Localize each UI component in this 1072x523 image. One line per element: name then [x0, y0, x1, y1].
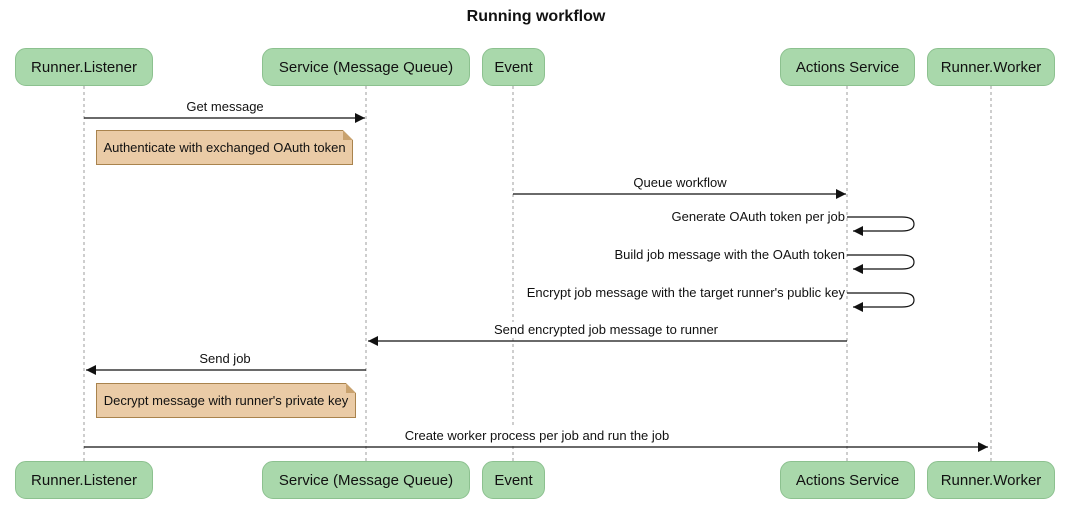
message-label-build-job-message: Build job message with the OAuth token: [614, 247, 845, 262]
note-authenticate-oauth: Authenticate with exchanged OAuth token: [96, 130, 353, 165]
self-loop-encrypt-job-message: [847, 292, 915, 312]
participant-label: Runner.Worker: [940, 58, 1042, 76]
participant-label: Event: [494, 471, 533, 489]
participant-service-message-queue-bottom: Service (Message Queue): [262, 461, 470, 499]
participant-label: Actions Service: [795, 58, 900, 76]
message-label-create-worker-process: Create worker process per job and run th…: [401, 428, 673, 444]
participant-label: Actions Service: [795, 471, 900, 489]
note-text: Decrypt message with runner's private ke…: [103, 393, 349, 408]
participant-event-bottom: Event: [482, 461, 545, 499]
message-label-send-encrypted-job-message: Send encrypted job message to runner: [490, 322, 722, 338]
message-label-encrypt-job-message: Encrypt job message with the target runn…: [526, 285, 845, 300]
participant-label: Service (Message Queue): [278, 58, 454, 76]
participant-service-message-queue-top: Service (Message Queue): [262, 48, 470, 86]
message-label-generate-oauth-token: Generate OAuth token per job: [671, 209, 845, 224]
participant-label: Runner.Worker: [940, 471, 1042, 489]
self-loop-build-job-message: [847, 254, 915, 274]
note-decrypt-message: Decrypt message with runner's private ke…: [96, 383, 356, 418]
self-loop-generate-oauth-token: [847, 216, 915, 236]
participant-label: Runner.Listener: [31, 471, 137, 489]
participant-runner-worker-top: Runner.Worker: [927, 48, 1055, 86]
participant-event-top: Event: [482, 48, 545, 86]
participant-actions-service-bottom: Actions Service: [780, 461, 915, 499]
participant-label: Service (Message Queue): [278, 471, 454, 489]
note-fold-icon: [343, 130, 353, 140]
diagram-title: Running workflow: [466, 8, 606, 25]
note-fold-icon: [346, 383, 356, 393]
message-label-get-message: Get message: [183, 99, 267, 115]
participant-runner-listener-top: Runner.Listener: [15, 48, 153, 86]
note-text: Authenticate with exchanged OAuth token: [103, 140, 346, 155]
participant-label: Runner.Listener: [31, 58, 137, 76]
participant-actions-service-top: Actions Service: [780, 48, 915, 86]
participant-runner-listener-bottom: Runner.Listener: [15, 461, 153, 499]
participant-label: Event: [494, 58, 533, 76]
participant-runner-worker-bottom: Runner.Worker: [927, 461, 1055, 499]
message-label-send-job: Send job: [196, 351, 254, 367]
message-label-queue-workflow: Queue workflow: [630, 175, 730, 191]
